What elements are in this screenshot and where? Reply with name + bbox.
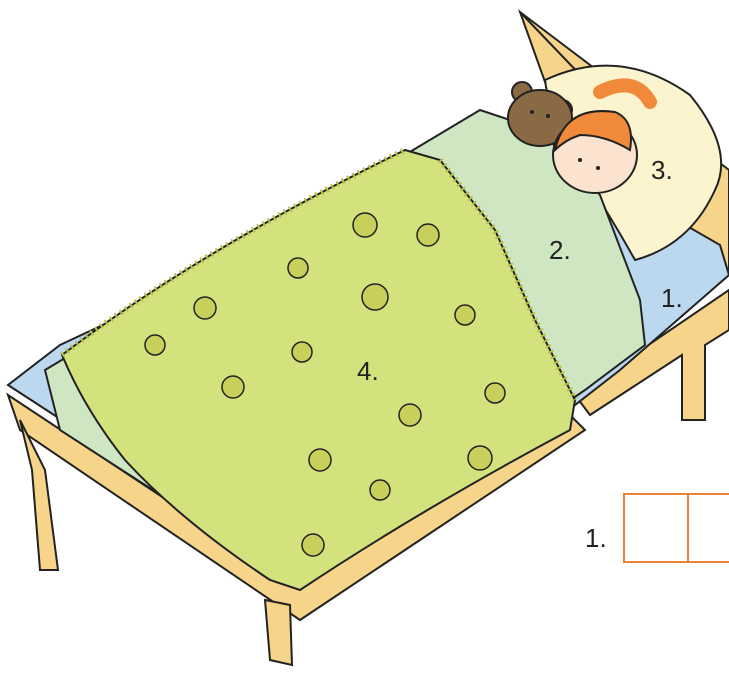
label-sheet: 1. [661, 285, 683, 311]
label-pillow: 3. [651, 157, 673, 183]
answer-box-1[interactable] [623, 493, 689, 563]
label-blanket: 4. [357, 358, 379, 384]
answer-box-2[interactable] [687, 493, 729, 563]
label-cover: 2. [549, 237, 571, 263]
answer-number: 1. [585, 523, 607, 554]
